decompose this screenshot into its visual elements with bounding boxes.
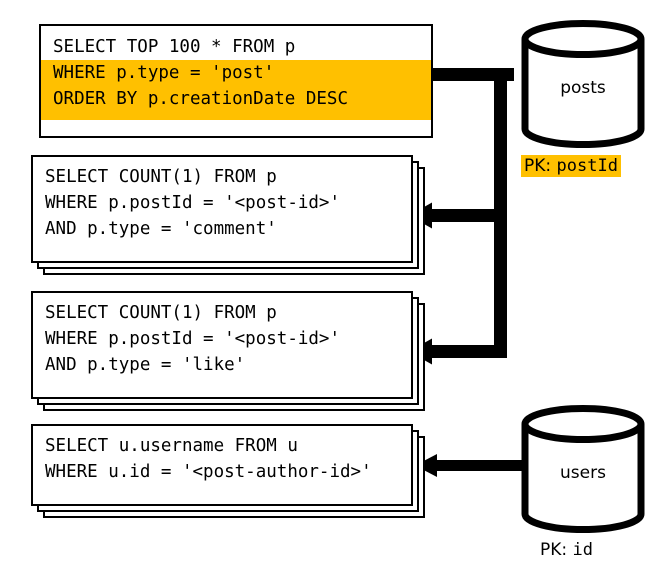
connector-users-to-author-lookup [415,454,522,477]
query-line-highlighted: ORDER BY p.creationDate DESC [41,86,431,120]
cylinder-shape-icon [521,20,645,148]
datastore-users[interactable]: users [520,405,646,533]
query-line: WHERE p.postId = '<post-id>' [45,329,341,349]
query-card-body: SELECT TOP 100 * FROM p WHERE p.type = '… [39,24,433,138]
query-line: SELECT u.username FROM u [45,436,298,456]
query-card-posts-listing[interactable]: SELECT TOP 100 * FROM p WHERE p.type = '… [39,24,433,138]
query-card-body: SELECT COUNT(1) FROM p WHERE p.postId = … [31,155,413,263]
pk-value: postId [556,156,618,176]
query-line-highlighted: WHERE p.type = 'post' [41,60,431,86]
query-card-body: SELECT u.username FROM u WHERE u.id = '<… [31,424,413,506]
cylinder-shape-icon [521,405,645,533]
pk-value: id [572,540,594,560]
datastore-label: users [560,463,606,483]
query-card-body: SELECT COUNT(1) FROM p WHERE p.postId = … [31,291,413,399]
query-line: SELECT TOP 100 * FROM p [53,37,296,57]
query-line: AND p.type = 'comment' [45,219,277,239]
datastore-posts[interactable]: posts [520,20,646,148]
query-line: WHERE p.postId = '<post-id>' [45,193,341,213]
query-line: SELECT COUNT(1) FROM p [45,303,277,323]
pk-prefix: PK: [540,540,573,560]
connector-posts-trunk [494,68,507,358]
query-card-like-count[interactable]: SELECT COUNT(1) FROM p WHERE p.postId = … [31,291,431,411]
query-card-comment-count[interactable]: SELECT COUNT(1) FROM p WHERE p.postId = … [31,155,431,275]
query-line: AND p.type = 'like' [45,355,246,375]
pk-prefix: PK: [524,156,557,176]
datastore-label: posts [560,78,606,98]
query-line: SELECT COUNT(1) FROM p [45,167,277,187]
query-card-author-lookup[interactable]: SELECT u.username FROM u WHERE u.id = '<… [31,424,431,518]
datastore-users-primary-key: PK: id [540,540,593,560]
query-line: WHERE u.id = '<post-author-id>' [45,462,372,482]
datastore-posts-primary-key: PK: postId [521,155,621,177]
